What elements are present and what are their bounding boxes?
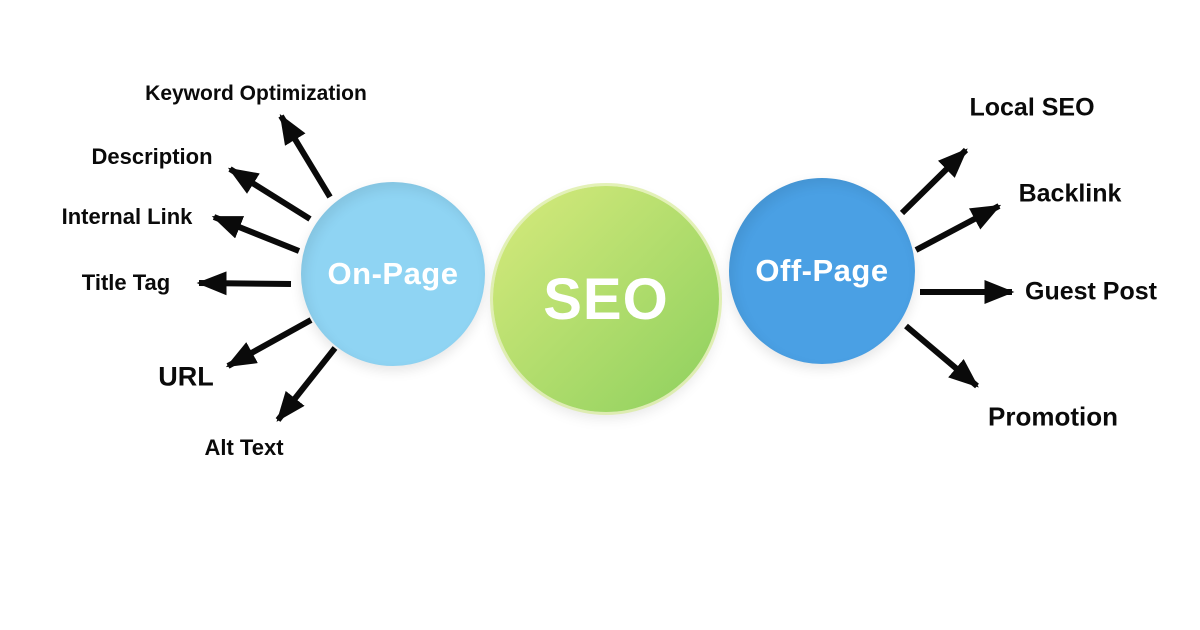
arrow-internal-link: [211, 214, 301, 254]
branch-label-title-tag: Title Tag: [81, 270, 171, 295]
off-page-node: Off-Page: [729, 178, 915, 364]
seo-label: SEO: [543, 266, 669, 332]
arrow-keyword-optimization: [278, 113, 333, 199]
branch-label-url: URL: [158, 361, 214, 392]
arrow-backlink: [914, 203, 1002, 253]
branch-label-guest-post: Guest Post: [1025, 277, 1157, 306]
arrow-promotion: [904, 323, 979, 389]
arrow-description: [227, 166, 312, 222]
seo-center-node: SEO: [493, 186, 719, 412]
branch-label-promotion: Promotion: [988, 401, 1118, 432]
arrow-alt-text: [275, 346, 338, 422]
on-page-node: On-Page: [301, 182, 485, 366]
branch-label-alt-text: Alt Text: [204, 435, 284, 460]
off-page-label: Off-Page: [755, 253, 889, 288]
branch-label-description: Description: [91, 144, 213, 169]
branch-label-internal-link: Internal Link: [61, 204, 193, 229]
arrow-local-seo: [899, 147, 969, 216]
on-page-label: On-Page: [327, 256, 459, 291]
arrow-title-tag: [196, 271, 292, 296]
arrow-url: [225, 317, 313, 369]
branch-label-local-seo: Local SEO: [969, 93, 1095, 122]
branch-label-backlink: Backlink: [1018, 179, 1122, 208]
branch-label-keyword-optimization: Keyword Optimization: [145, 82, 367, 105]
